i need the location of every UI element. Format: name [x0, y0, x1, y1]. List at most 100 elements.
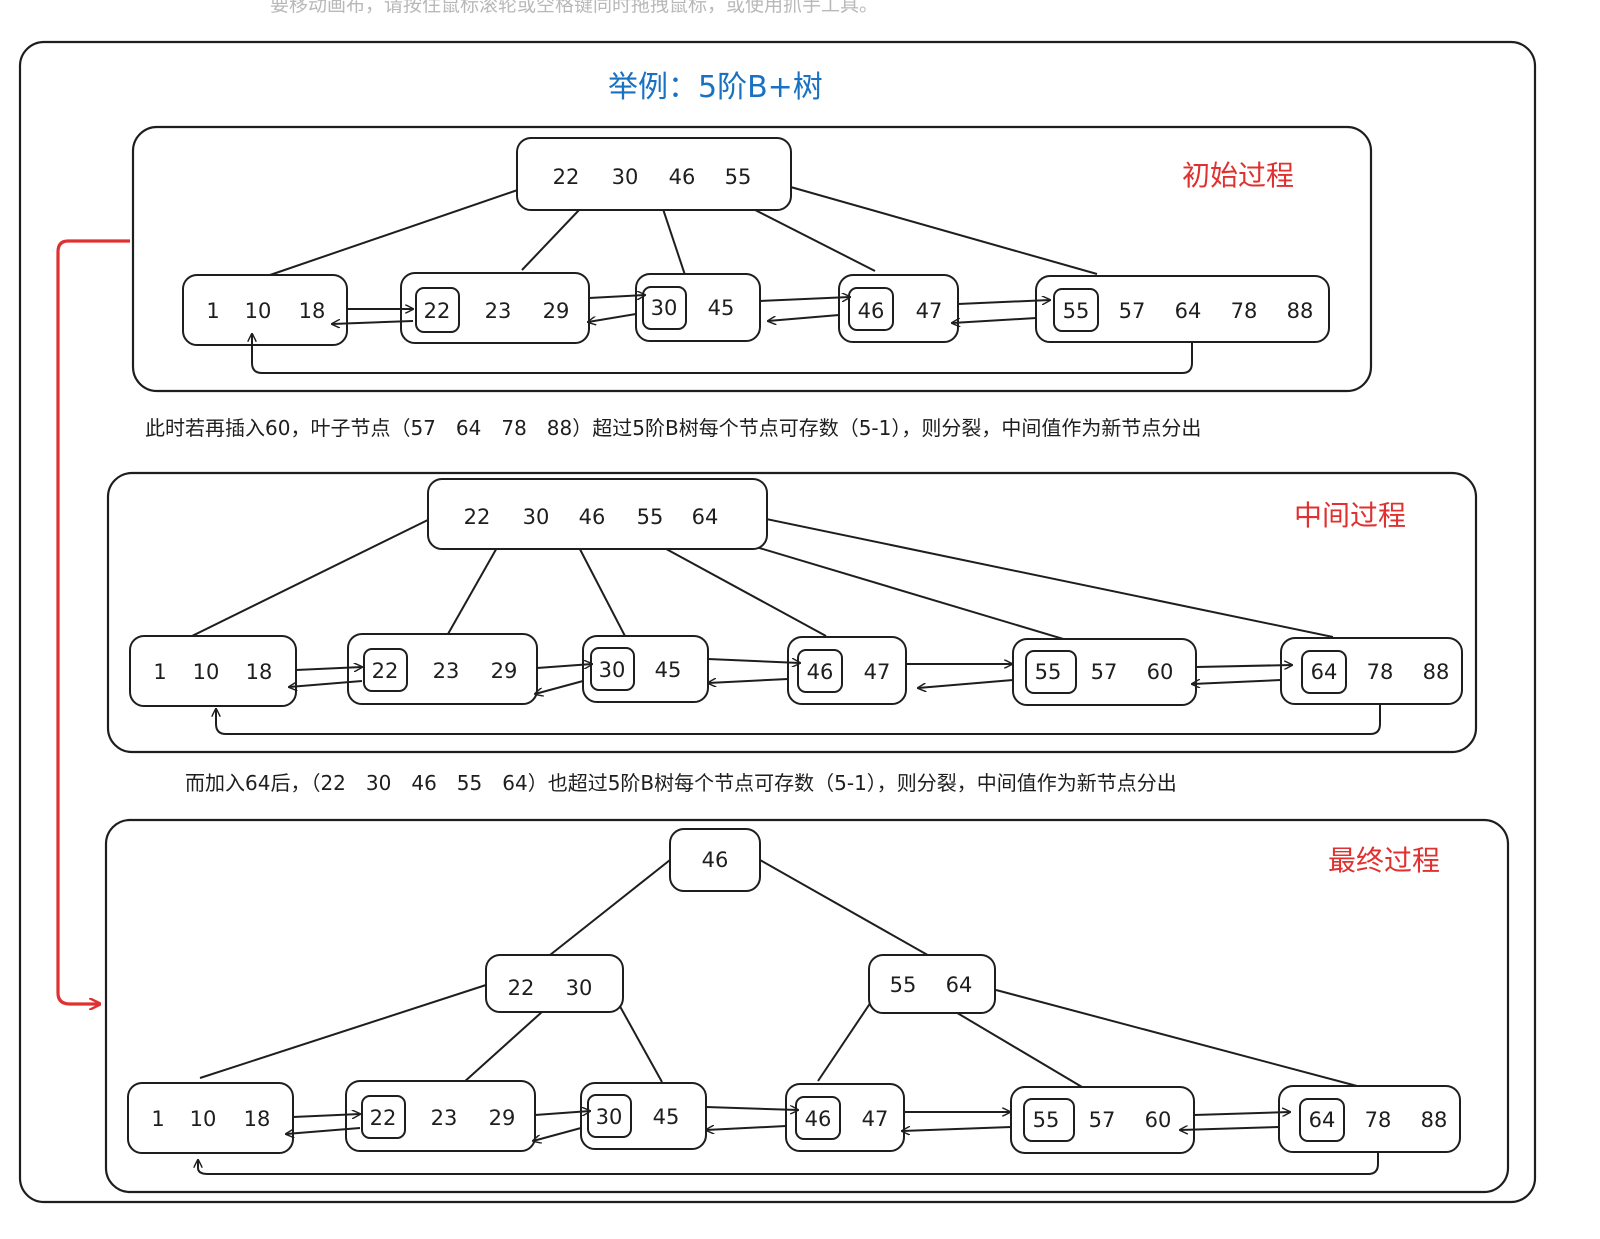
stage-3-edges [199, 859, 1358, 1088]
index-key-box [1301, 650, 1347, 694]
next-pointer [292, 1114, 360, 1117]
leaf-node [127, 1082, 294, 1154]
flow-arrow [56, 239, 130, 1004]
next-pointer [759, 297, 850, 302]
index-key-box [1299, 1098, 1345, 1142]
edge [746, 514, 1334, 638]
key-value: 78 [1367, 660, 1394, 684]
key-value: 22 [370, 1106, 397, 1130]
root-node [669, 828, 761, 892]
leaf-node [1010, 1086, 1195, 1154]
key-value: 30 [612, 165, 639, 189]
key-value: 22 [424, 299, 451, 323]
edge [817, 995, 876, 1082]
leaf-node [1012, 638, 1197, 706]
key-value: 45 [655, 658, 682, 682]
stage-3-final: 46 22 30 55 64 1 10 18 22 23 29 30 45 46… [127, 828, 1461, 1175]
key-value: 46 [807, 660, 834, 684]
key-value: 57 [1089, 1108, 1116, 1132]
index-key-box [361, 1095, 406, 1139]
key-value: 60 [1145, 1108, 1172, 1132]
return-pointer [252, 334, 1193, 374]
key-value: 30 [596, 1105, 623, 1129]
key-value: 29 [491, 659, 518, 683]
leaf-node [1280, 637, 1463, 705]
leaf-node [838, 274, 959, 343]
prev-pointer [1180, 1127, 1280, 1130]
next-pointer [1193, 1112, 1290, 1115]
edge [462, 1001, 554, 1084]
key-value: 88 [1287, 299, 1314, 323]
key-value: 23 [433, 659, 460, 683]
next-pointer [957, 300, 1050, 305]
key-value: 22 [464, 505, 491, 529]
key-value: 10 [245, 299, 272, 323]
key-value: 57 [1091, 660, 1118, 684]
prev-pointer [952, 317, 1037, 323]
stage-1-initial: 22 30 46 55 1 10 18 22 23 29 30 45 46 47… [182, 137, 1330, 374]
key-value: 47 [862, 1107, 889, 1131]
key-value: 1 [153, 660, 166, 684]
key-value: 18 [299, 299, 326, 323]
next-pointer [534, 1111, 590, 1115]
key-value: 29 [489, 1106, 516, 1130]
index-key-box [363, 648, 408, 692]
key-value: 78 [1231, 299, 1258, 323]
key-value: 46 [702, 848, 729, 872]
key-value: 23 [485, 299, 512, 323]
stage-label-middle: 中间过程 [1294, 499, 1406, 532]
key-value: 57 [1119, 299, 1146, 323]
key-value: 23 [431, 1106, 458, 1130]
prev-pointer [1192, 679, 1282, 684]
edge [189, 513, 441, 638]
next-pointer [588, 295, 645, 298]
key-value: 55 [1033, 1108, 1060, 1132]
prev-pointer [533, 1127, 582, 1141]
key-value: 64 [1175, 299, 1202, 323]
key-value: 46 [579, 505, 606, 529]
key-value: 55 [1035, 660, 1062, 684]
prev-pointer [918, 679, 1014, 688]
key-value: 30 [651, 296, 678, 320]
edge [549, 859, 671, 956]
prev-pointer [289, 680, 363, 687]
key-value: 60 [1147, 660, 1174, 684]
internal-node [868, 954, 996, 1014]
return-pointer [198, 1152, 1379, 1175]
leaf-node [1035, 275, 1330, 343]
key-value: 18 [246, 660, 273, 684]
key-value: 64 [1309, 1108, 1336, 1132]
stage-label-initial: 初始过程 [1182, 159, 1294, 192]
edge [269, 183, 536, 276]
prev-pointer [332, 321, 414, 324]
key-value: 30 [523, 505, 550, 529]
key-value: 55 [725, 165, 752, 189]
key-value: 55 [1063, 299, 1090, 323]
key-value: 47 [864, 660, 891, 684]
prev-pointer [768, 314, 840, 321]
stage-frame-middle [106, 471, 1478, 754]
key-value: 55 [637, 505, 664, 529]
index-key-box [797, 649, 843, 693]
key-value: 30 [599, 658, 626, 682]
key-value: 47 [916, 299, 943, 323]
index-key-box [848, 287, 894, 331]
canvas-hint-text: 要移动画布，请按住鼠标滚轮或空格键同时拖拽鼠标，或使用抓手工具。 [270, 0, 879, 16]
edge [199, 984, 487, 1079]
diagram-title: 举例：5阶B+树 [608, 70, 823, 105]
root-node [516, 137, 792, 211]
index-key-box [415, 287, 460, 333]
key-value: 1 [151, 1107, 164, 1131]
key-value: 22 [553, 165, 580, 189]
note-insert-60: 此时若再插入60，叶子节点（57 64 78 88）超过5阶B树每个节点可存数（… [145, 416, 1201, 440]
leaf-node [580, 1082, 707, 1150]
key-value: 10 [190, 1107, 217, 1131]
key-value: 22 [372, 659, 399, 683]
leaf-node [129, 635, 297, 707]
key-value: 78 [1365, 1108, 1392, 1132]
prev-pointer [588, 313, 637, 322]
key-value: 45 [708, 296, 735, 320]
leaf-node [347, 633, 538, 705]
leaf-node [787, 636, 907, 705]
